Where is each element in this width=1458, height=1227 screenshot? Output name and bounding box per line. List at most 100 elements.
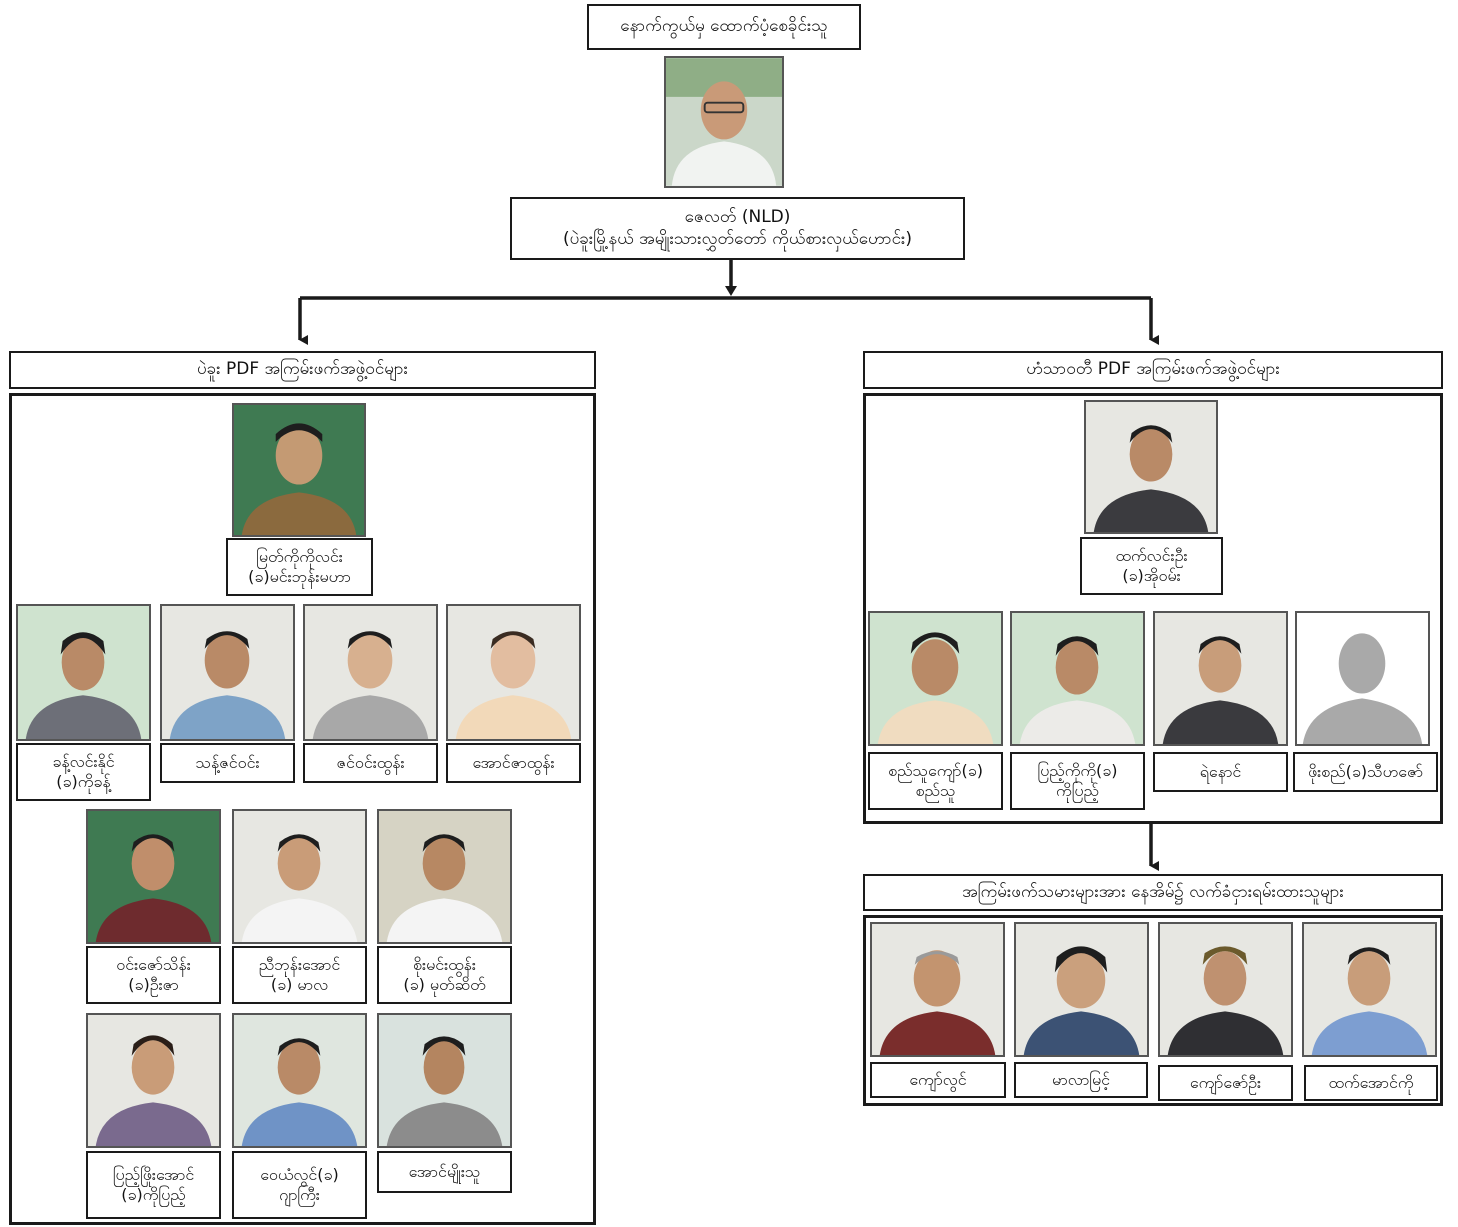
member-name: ကျော်လွင် bbox=[909, 1070, 967, 1089]
sheltered-label-4: ထက်အောင်ကို bbox=[1304, 1065, 1438, 1101]
member-alias: (ခ) မုတ်ဆိတ် bbox=[403, 975, 486, 994]
member-alias: (ခ)ကိုခန့် bbox=[56, 772, 111, 791]
sheltered-photo-4 bbox=[1302, 922, 1437, 1057]
portrait-photo-icon bbox=[88, 1015, 219, 1146]
member-name: ခန့်လင်းနိုင် bbox=[52, 752, 115, 771]
right-row1-photo-4 bbox=[1295, 611, 1430, 746]
right-leader-label: ထက်လင်းဦး (ခ)အိုဝမ်း bbox=[1080, 537, 1223, 595]
portrait-photo-icon bbox=[88, 811, 219, 942]
top-person-photo bbox=[664, 56, 784, 188]
right-row1-label-2: ပြည့်ကိုကို(ခ) ကိုပြည့် bbox=[1010, 752, 1145, 810]
portrait-photo-icon bbox=[162, 606, 293, 739]
left-group-header: ပဲခူး PDF အကြမ်းဖက်အဖွဲ့ဝင်များ bbox=[9, 351, 596, 389]
sheltered-photo-2 bbox=[1014, 922, 1149, 1057]
member-name: ရဲနောင် bbox=[1199, 762, 1242, 781]
member-name: အောင်မျိုးသူ bbox=[408, 1162, 481, 1181]
portrait-photo-icon bbox=[18, 606, 149, 739]
sheltered-label-3: ကျော်ဇော်ဦး bbox=[1158, 1065, 1293, 1101]
right-leader-name: ထက်လင်းဦး bbox=[1115, 546, 1188, 565]
member-alias: (ခ) မာလ bbox=[270, 975, 329, 994]
top-header-box: နောက်ကွယ်မှ ထောက်ပံ့စေခိုင်းသူ bbox=[587, 4, 861, 50]
member-name: မာလာမြင့် bbox=[1052, 1070, 1110, 1089]
left-row3-photo-2 bbox=[232, 1013, 367, 1148]
portrait-photo-icon bbox=[1160, 924, 1291, 1055]
member-name: ကျော်ဇော်ဦး bbox=[1189, 1073, 1262, 1092]
right-group-header-label: ဟံသာဝတီ PDF အကြမ်းဖက်အဖွဲ့ဝင်များ bbox=[1026, 359, 1280, 380]
right-row1-label-4: ဖိုးစည်(ခ)သီဟဇော် bbox=[1293, 752, 1438, 792]
portrait-photo-icon bbox=[1304, 924, 1435, 1055]
member-alias: ဂျာကြီး bbox=[279, 1185, 320, 1204]
portrait-photo-icon bbox=[1016, 924, 1147, 1055]
member-name: ဝေယံလွင်(ခ) bbox=[260, 1165, 339, 1184]
portrait-photo-icon bbox=[1012, 613, 1143, 744]
sheltered-label-2: မာလာမြင့် bbox=[1014, 1062, 1148, 1098]
right-row1-photo-1 bbox=[868, 611, 1003, 746]
left-row3-label-2: ဝေယံလွင်(ခ) ဂျာကြီး bbox=[232, 1151, 367, 1219]
member-alias: ကိုပြည့် bbox=[1056, 781, 1099, 800]
left-row1-photo-1 bbox=[16, 604, 151, 741]
left-row2-photo-3 bbox=[377, 809, 512, 944]
member-alias: (ခ)ကိုပြည့် bbox=[121, 1185, 186, 1204]
left-row1-label-3: ဇင်ဝင်းထွန်း bbox=[303, 743, 438, 783]
member-name: ညီဘုန်းအောင် bbox=[258, 955, 341, 974]
left-leader-photo bbox=[232, 403, 366, 537]
member-name: စိုးမင်းထွန်း bbox=[413, 955, 476, 974]
left-row3-label-3: အောင်မျိုးသူ bbox=[377, 1151, 512, 1193]
member-name: ထက်အောင်ကို bbox=[1328, 1073, 1414, 1092]
top-person-name: ဇေလတ် (NLD) bbox=[684, 207, 791, 228]
sheltered-group-header: အကြမ်းဖက်သမားများအား နေအိမ်၌ လက်ခံငှားရမ… bbox=[863, 874, 1443, 911]
left-leader-alias: (ခ)မင်းဘုန်းမဟာ bbox=[248, 567, 351, 586]
left-row1-label-1: ခန့်လင်းနိုင် (ခ)ကိုခန့် bbox=[16, 743, 151, 801]
right-leader-photo bbox=[1084, 400, 1218, 534]
portrait-photo-icon bbox=[234, 1015, 365, 1146]
portrait-photo-icon bbox=[872, 924, 1003, 1055]
member-alias: (ခ)ဦးဇာ bbox=[128, 975, 179, 994]
left-row2-label-1: ဝင်းဇော်သိန်း (ခ)ဦးဇာ bbox=[86, 946, 221, 1004]
right-leader-alias: (ခ)အိုဝမ်း bbox=[1122, 566, 1181, 585]
left-row2-photo-2 bbox=[232, 809, 367, 944]
portrait-photo-icon bbox=[379, 1015, 510, 1146]
portrait-photo-icon bbox=[234, 405, 364, 535]
top-person-name-box: ဇေလတ် (NLD) (ပဲခူးမြို့နယ် အမျိုးသားလွှတ… bbox=[510, 197, 965, 260]
right-group-header: ဟံသာဝတီ PDF အကြမ်းဖက်အဖွဲ့ဝင်များ bbox=[863, 351, 1443, 389]
portrait-photo-icon bbox=[234, 811, 365, 942]
left-row3-label-1: ပြည့်ဖြိုးအောင် (ခ)ကိုပြည့် bbox=[86, 1151, 221, 1219]
right-row1-label-3: ရဲနောင် bbox=[1153, 752, 1288, 792]
top-person-title: (ပဲခူးမြို့နယ် အမျိုးသားလွှတ်တော် ကိုယ်စ… bbox=[563, 228, 912, 249]
sheltered-photo-1 bbox=[870, 922, 1005, 1057]
portrait-photo-icon bbox=[305, 606, 436, 739]
member-alias: စည်သူ bbox=[915, 781, 956, 800]
member-name: စည်သူကျော်(ခ) bbox=[888, 761, 983, 780]
sheltered-group-header-label: အကြမ်းဖက်သမားများအား နေအိမ်၌ လက်ခံငှားရမ… bbox=[962, 881, 1344, 902]
sheltered-photo-3 bbox=[1158, 922, 1293, 1057]
member-name: ဝင်းဇော်သိန်း bbox=[116, 955, 191, 974]
left-row1-label-2: သန့်ဇင်ဝင်း bbox=[160, 743, 295, 783]
left-group-header-label: ပဲခူး PDF အကြမ်းဖက်အဖွဲ့ဝင်များ bbox=[197, 359, 408, 380]
left-row1-label-4: အောင်ဇာထွန်း bbox=[446, 743, 581, 783]
arrow-down-icon bbox=[725, 286, 737, 296]
member-name: ဖိုးစည်(ခ)သီဟဇော် bbox=[1307, 762, 1424, 781]
portrait-photo-icon bbox=[448, 606, 579, 739]
right-row1-photo-2 bbox=[1010, 611, 1145, 746]
member-name: ဇင်ဝင်းထွန်း bbox=[336, 753, 405, 772]
sheltered-label-1: ကျော်လွင် bbox=[870, 1062, 1006, 1098]
right-row1-label-1: စည်သူကျော်(ခ) စည်သူ bbox=[868, 752, 1003, 810]
silhouette-placeholder-icon bbox=[1297, 613, 1428, 744]
left-row2-label-3: စိုးမင်းထွန်း (ခ) မုတ်ဆိတ် bbox=[377, 946, 512, 1004]
portrait-photo-icon bbox=[379, 811, 510, 942]
left-row1-photo-2 bbox=[160, 604, 295, 741]
left-row2-label-2: ညီဘုန်းအောင် (ခ) မာလ bbox=[232, 946, 367, 1004]
member-name: ပြည့်ဖြိုးအောင် bbox=[112, 1165, 195, 1184]
member-name: သန့်ဇင်ဝင်း bbox=[195, 753, 260, 772]
left-row1-photo-3 bbox=[303, 604, 438, 741]
left-leader-label: မြတ်ကိုကိုလင်း (ခ)မင်းဘုန်းမဟာ bbox=[226, 538, 373, 596]
left-row2-photo-1 bbox=[86, 809, 221, 944]
left-leader-name: မြတ်ကိုကိုလင်း bbox=[256, 547, 343, 566]
portrait-photo-icon bbox=[870, 613, 1001, 744]
member-name: ပြည့်ကိုကို(ခ) bbox=[1037, 761, 1118, 780]
portrait-photo-icon bbox=[1086, 402, 1216, 532]
portrait-photo-icon bbox=[1155, 613, 1286, 744]
left-row1-photo-4 bbox=[446, 604, 581, 741]
portrait-photo-icon bbox=[666, 58, 782, 186]
